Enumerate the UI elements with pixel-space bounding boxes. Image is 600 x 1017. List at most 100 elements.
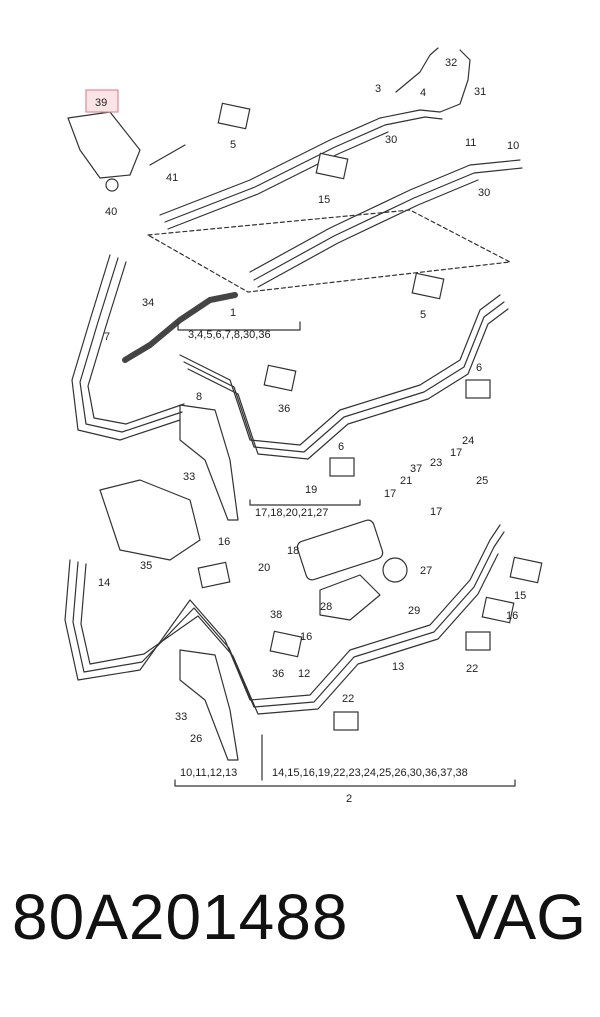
pipe-32 [395,47,439,93]
upper-fuel-line [159,109,441,216]
lower-fuel-line-3 [80,553,499,715]
callout-41: 41 [166,172,178,184]
callout-28: 28 [320,601,332,613]
callout-2: 2 [346,793,352,805]
part-35 [99,479,201,561]
callout-10: 10 [507,140,519,152]
callout-17: 17 [430,506,442,518]
left-loop-line [71,254,181,441]
callout-17: 17 [450,447,462,459]
callout-32: 32 [445,57,457,69]
callout-6: 6 [338,441,344,453]
callout-30: 30 [385,134,397,146]
group-label-2-left: 10,11,12,13 [180,767,237,779]
callout-25: 25 [476,475,488,487]
callout-12: 12 [298,668,310,680]
bracket-g19 [249,499,361,506]
callout-15: 15 [318,194,330,206]
heat-shield-39 [67,111,141,179]
nut-40 [105,178,119,192]
callout-16: 16 [218,536,230,548]
callout-15: 15 [514,590,526,602]
callout-16: 16 [506,610,518,622]
clamp-5-mid [263,364,297,392]
clamp-15-right [509,556,543,584]
group-label-2-right: 14,15,16,19,22,23,24,25,26,30,36,37,38 [272,767,468,779]
callout-33: 33 [183,471,195,483]
callout-37: 37 [410,463,422,475]
middle-fuel-line-2 [253,167,523,281]
pipe-31 [439,49,471,113]
middle-fuel-line [249,159,521,273]
part-number: 80A201488 [12,881,349,953]
callout-24: 24 [462,435,474,447]
clamp-6-mid [329,457,355,477]
callout-13: 13 [392,661,404,673]
callout-27: 27 [420,565,432,577]
group-label-1: 3,4,5,6,7,8,30,36 [188,329,271,341]
callout-23: 23 [430,457,442,469]
callout-38: 38 [270,609,282,621]
callout-22: 22 [342,693,354,705]
frame-box [147,209,511,293]
footer: 80A201488 VAG [0,880,600,990]
heat-shield-26 [179,649,239,761]
clamp-5-right [411,272,445,300]
left-loop-line-2 [79,257,183,433]
front-fuel-line-2 [183,301,505,453]
shield-28 [319,574,381,621]
clamp-6-right [465,379,491,399]
callout-20: 20 [258,562,270,574]
front-fuel-line [179,294,501,446]
callout-5: 5 [230,139,236,151]
callout-6: 6 [476,362,482,374]
clamp-22-low [333,711,359,731]
group-label-19: 17,18,20,21,27 [255,507,328,519]
callout-36: 36 [278,403,290,415]
clamp-22-right [465,631,491,651]
callout-30: 30 [478,187,490,199]
middle-fuel-line-3 [257,179,479,288]
callout-29: 29 [408,605,420,617]
callout-4: 4 [420,87,426,99]
fuel-filter [296,519,384,581]
callout-22: 22 [466,663,478,675]
lower-fuel-line-2 [72,531,505,708]
brand-label: VAG [455,881,586,953]
clamp-16-mid [269,630,303,658]
upper-fuel-line-3 [167,131,389,230]
callout-11: 11 [465,137,476,149]
callout-40: 40 [105,206,117,218]
lower-fuel-line [64,524,501,701]
callout-16: 16 [300,631,312,643]
bracket-g1 [177,321,301,331]
callout-3: 3 [375,83,381,95]
callout-19: 19 [305,484,317,496]
callout-18: 18 [287,545,299,557]
callout-36: 36 [272,668,284,680]
callout-14: 14 [98,577,110,589]
callout-34: 34 [142,297,154,309]
callout-31: 31 [474,86,486,98]
clamp-16-right [481,596,515,624]
callout-17: 17 [384,488,396,500]
callout-39: 39 [95,97,107,109]
callout-33: 33 [175,711,187,723]
front-fuel-line-3 [187,308,509,460]
callout-7: 7 [104,331,110,343]
upper-fuel-line-2 [164,116,443,223]
highlight-box-39 [85,89,119,113]
callout-35: 35 [140,560,152,572]
bolt-41 [149,144,186,166]
callout-1: 1 [230,307,236,319]
clamp-15-top [315,152,349,180]
clamp-16-left [197,561,231,589]
callout-21: 21 [400,475,412,487]
callout-8: 8 [196,391,202,403]
left-loop-line-3 [87,261,185,425]
hose-34 [122,292,238,363]
tank-ring-27 [382,557,408,583]
callout-5: 5 [420,309,426,321]
